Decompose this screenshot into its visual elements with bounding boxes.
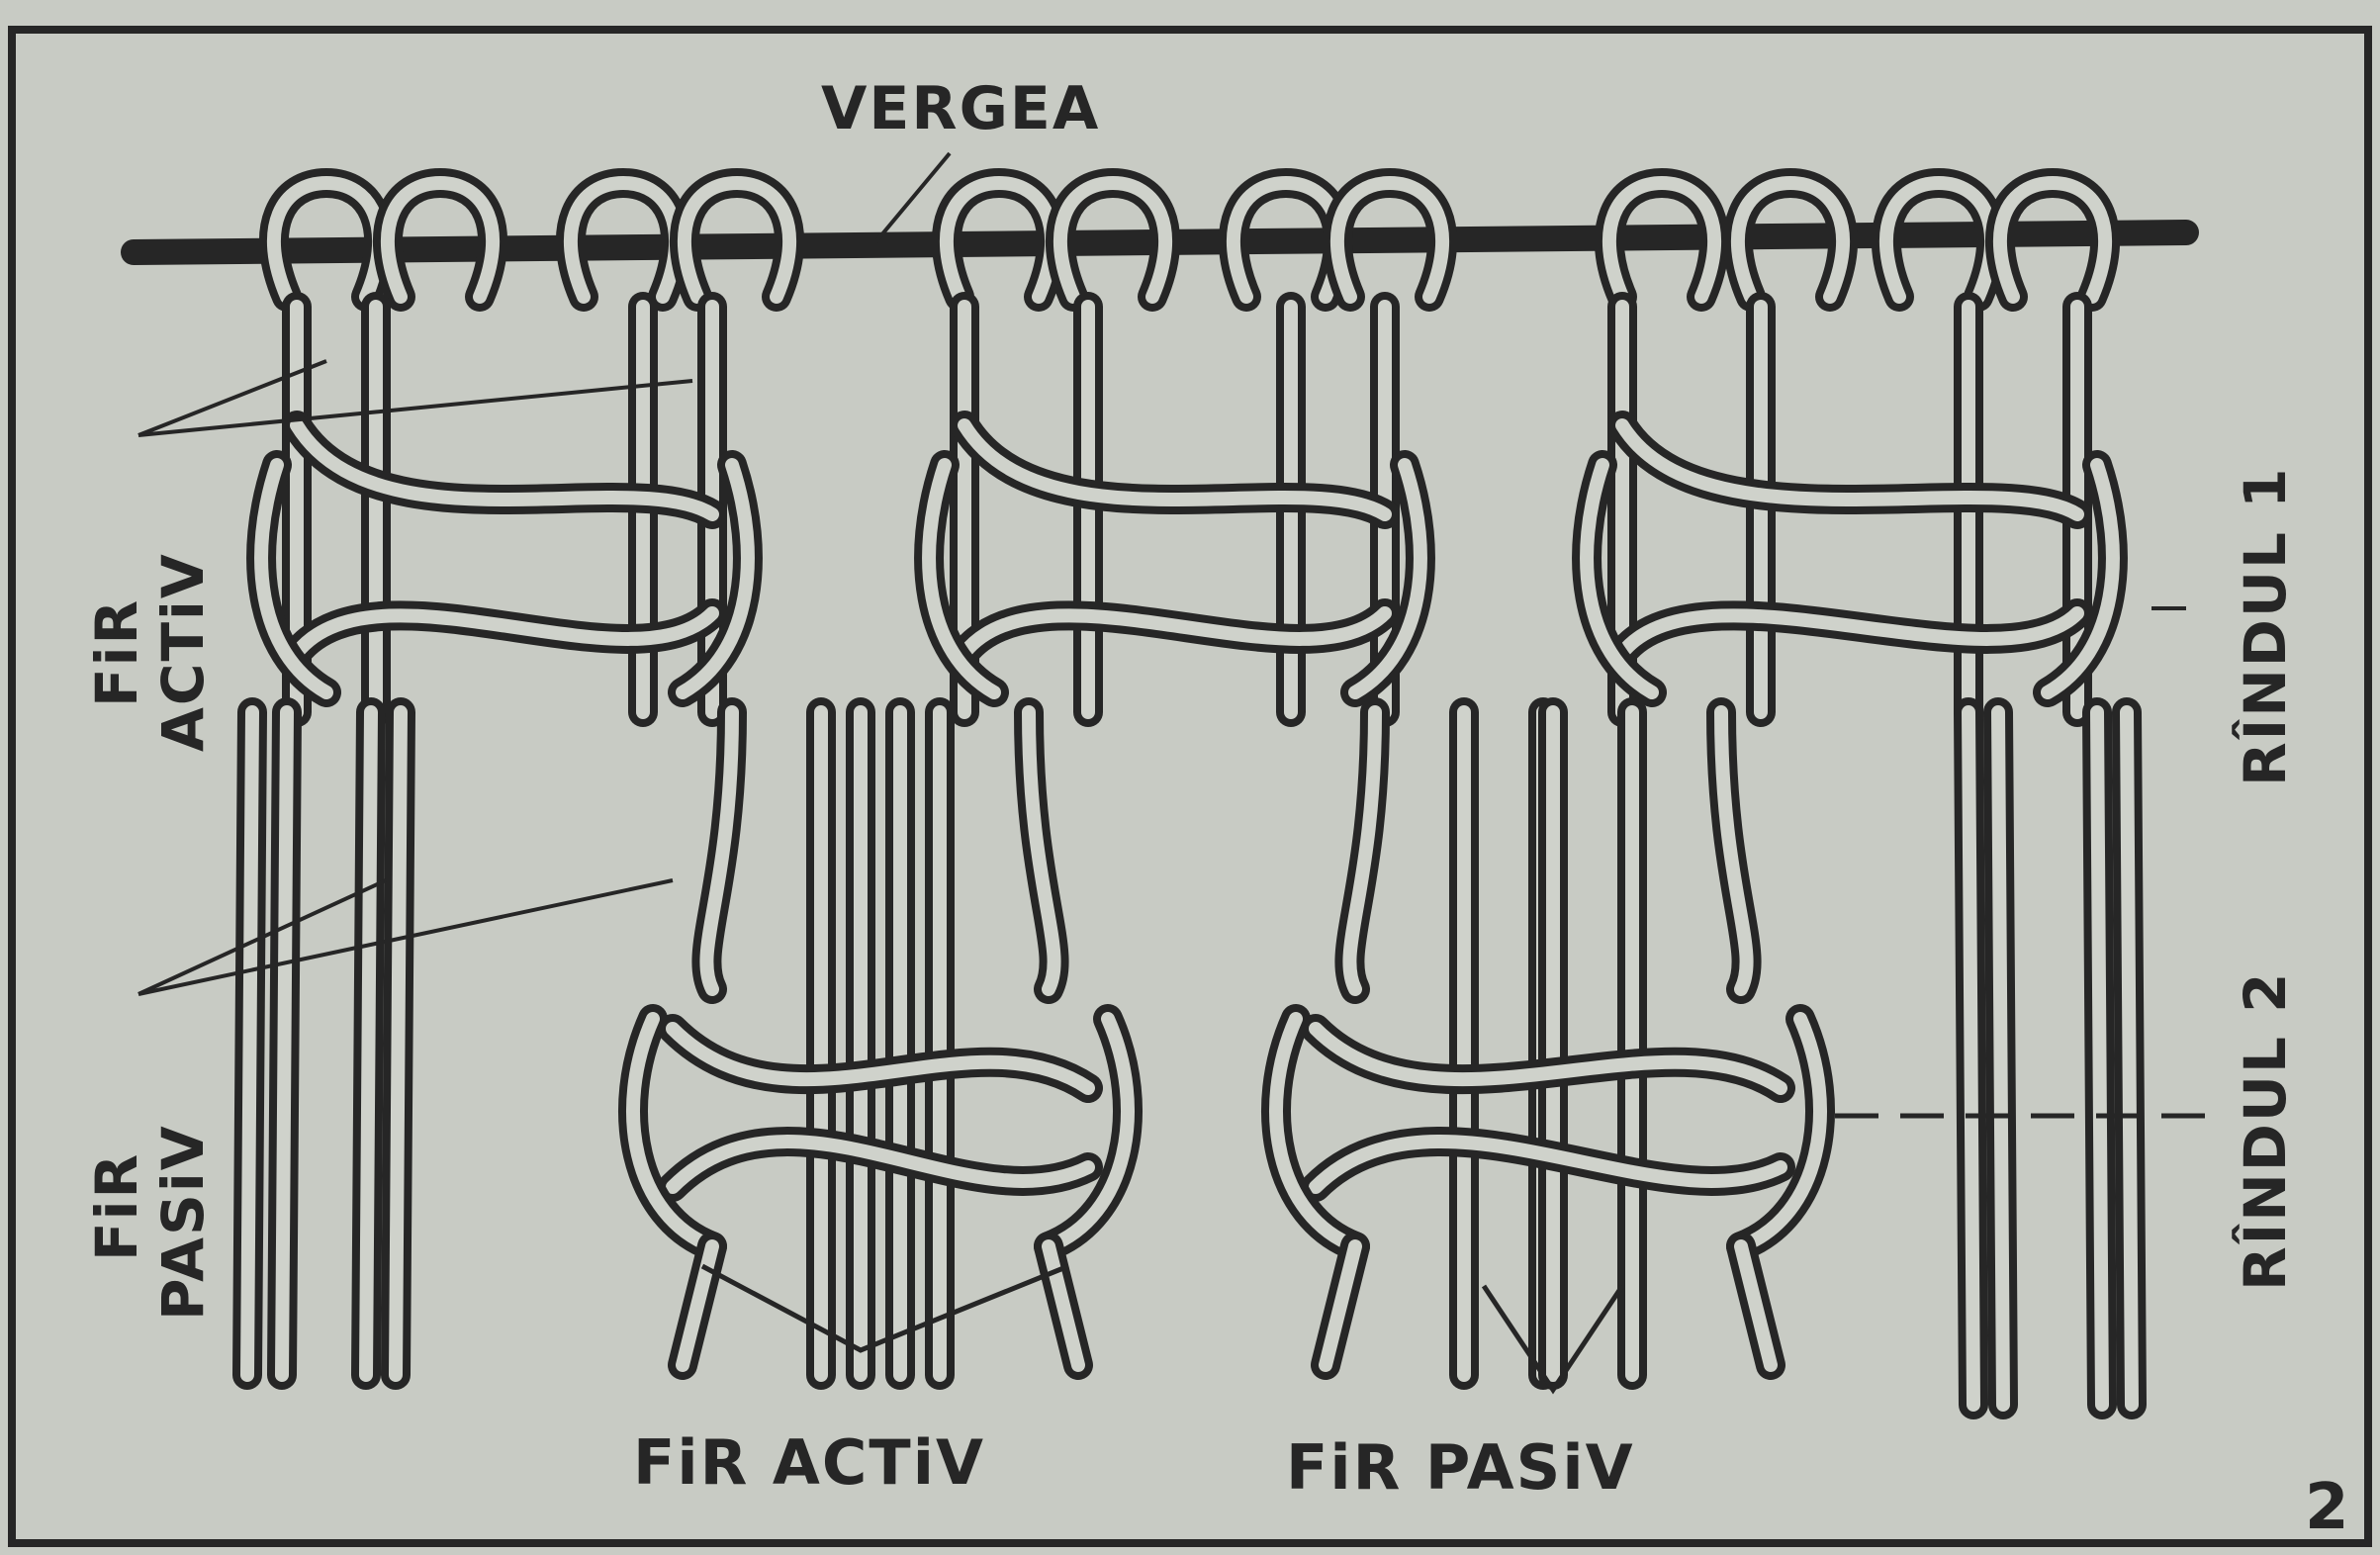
row2-label: RÎNDUL 2 <box>2231 970 2299 1291</box>
passive-cord-label-left-2: PASiV <box>149 1124 217 1321</box>
active-cord-label-left-2: ACTiV <box>149 552 217 752</box>
right-passive-cord-fill <box>1968 712 1973 1405</box>
cords-group <box>247 183 2132 1405</box>
left-passive-cord-fill <box>247 712 252 1375</box>
active-cord-label-left-1: FiR <box>83 598 150 707</box>
right-passive-cord-fill <box>2127 712 2132 1405</box>
left-passive-cord-fill <box>366 712 371 1375</box>
figure-number: 2 <box>2305 1471 2351 1544</box>
passive-cord-label-bottom: FiR PASiV <box>1286 1431 1635 1504</box>
rod-label: VERGEA <box>821 74 1100 143</box>
pointer-lines <box>138 361 2206 1390</box>
active-cord-label-bottom: FiR ACTiV <box>633 1426 985 1499</box>
left-passive-cord-fill <box>396 712 401 1375</box>
right-passive-cord-fill <box>1998 712 2003 1405</box>
left-passive-cord-fill <box>282 712 287 1375</box>
row1-label: RÎNDUL 1 <box>2231 466 2299 786</box>
right-passive-cord-fill <box>2097 712 2102 1405</box>
passive-cord-label-left-1: FiR <box>83 1152 150 1261</box>
